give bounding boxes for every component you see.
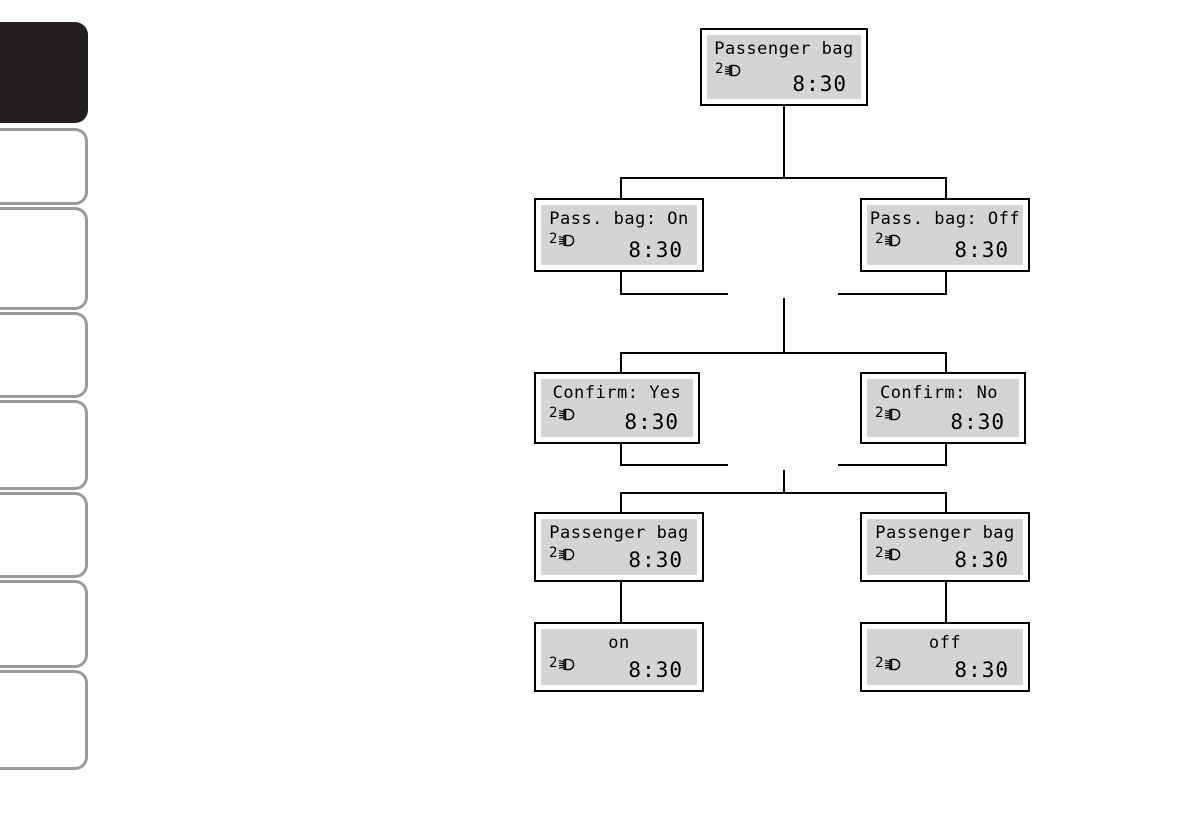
- connector-left-row4-row5: [620, 582, 622, 624]
- lcd-title: Passenger bag: [549, 523, 689, 543]
- lcd-title: Passenger bag: [714, 39, 854, 59]
- lcd-screen: Pass. bag: On 2 8:30: [541, 205, 697, 265]
- headlight-icon: [884, 658, 901, 671]
- panel-pass-bag-on[interactable]: Pass. bag: On 2 8:30: [534, 198, 704, 272]
- lcd-screen: Pass. bag: Off 2 8:30: [867, 205, 1023, 265]
- panel-passenger-bag-left[interactable]: Passenger bag 2 8:30: [534, 512, 704, 582]
- lcd-clock: 8:30: [954, 238, 1009, 262]
- lcd-clock: 8:30: [624, 410, 679, 434]
- lcd-title: Confirm: No: [879, 383, 999, 403]
- headlight-icon: [558, 408, 575, 421]
- lcd-screen: Passenger bag 2 8:30: [707, 35, 861, 99]
- sidebar-tab-strip: [0, 0, 95, 839]
- lcd-screen: Passenger bag 2 8:30: [541, 519, 697, 575]
- connector-pass-off-stub-left: [838, 293, 947, 295]
- headlight-icon: [558, 658, 575, 671]
- lcd-status-number: 2: [549, 655, 558, 671]
- connector-pass-on-stub-down: [620, 272, 622, 294]
- connector-pass-on-stub-right: [620, 293, 728, 295]
- lcd-clock: 8:30: [950, 410, 1005, 434]
- sidebar-item-tab-8[interactable]: [0, 670, 88, 770]
- connector-row4-right-drop: [945, 492, 947, 514]
- lcd-screen: off 2 8:30: [867, 629, 1023, 685]
- sidebar-item-tab-2[interactable]: [0, 128, 88, 205]
- headlight-icon: [558, 548, 575, 561]
- connector-row3-right-drop: [945, 352, 947, 374]
- connector-pass-off-stub-down: [945, 272, 947, 294]
- lcd-status-number: 2: [875, 545, 884, 561]
- lcd-clock: 8:30: [628, 658, 683, 682]
- lcd-screen: Confirm: No 2 8:30: [867, 379, 1019, 437]
- lcd-clock: 8:30: [628, 238, 683, 262]
- lcd-status-number: 2: [875, 655, 884, 671]
- lcd-status-number: 2: [549, 231, 558, 247]
- lcd-clock: 8:30: [954, 548, 1009, 572]
- connector-row3-left-drop: [620, 352, 622, 374]
- headlight-icon: [884, 234, 901, 247]
- lcd-status-row: 2: [875, 655, 901, 671]
- lcd-status-row: 2: [549, 405, 575, 421]
- sidebar-item-tab-1[interactable]: [0, 22, 88, 123]
- sidebar-item-tab-3[interactable]: [0, 207, 88, 310]
- connector-row3-bar: [620, 352, 946, 354]
- panel-confirm-yes[interactable]: Confirm: Yes 2 8:30: [534, 372, 700, 444]
- connector-confirm-no-stub-down: [945, 444, 947, 466]
- lcd-status-row: 2: [549, 545, 575, 561]
- connector-root-down: [783, 106, 785, 178]
- lcd-clock: 8:30: [628, 548, 683, 572]
- panel-result-on[interactable]: on 2 8:30: [534, 622, 704, 692]
- connector-center-drop-row4: [783, 470, 785, 494]
- connector-confirm-yes-stub-right: [620, 464, 728, 466]
- lcd-status-number: 2: [549, 405, 558, 421]
- lcd-title: off: [928, 633, 962, 653]
- connector-row2-left-drop: [620, 177, 622, 199]
- headlight-icon: [884, 408, 901, 421]
- lcd-title: Confirm: Yes: [552, 383, 682, 403]
- lcd-screen: on 2 8:30: [541, 629, 697, 685]
- connector-right-row4-row5: [945, 582, 947, 624]
- headlight-icon: [724, 64, 741, 77]
- lcd-status-row: 2: [875, 231, 901, 247]
- lcd-status-number: 2: [875, 231, 884, 247]
- connector-center-drop-row3: [783, 298, 785, 353]
- lcd-screen: Passenger bag 2 8:30: [867, 519, 1023, 575]
- connector-row2-bar: [620, 177, 946, 179]
- lcd-clock: 8:30: [792, 72, 847, 96]
- lcd-status-row: 2: [549, 655, 575, 671]
- sidebar-item-tab-7[interactable]: [0, 580, 88, 668]
- headlight-icon: [884, 548, 901, 561]
- lcd-title: Pass. bag: Off: [869, 209, 1021, 229]
- headlight-icon: [558, 234, 575, 247]
- lcd-status-row: 2: [875, 545, 901, 561]
- lcd-status-row: 2: [549, 231, 575, 247]
- panel-pass-bag-off[interactable]: Pass. bag: Off 2 8:30: [860, 198, 1030, 272]
- lcd-status-row: 2: [715, 61, 741, 77]
- connector-row2-right-drop: [945, 177, 947, 199]
- lcd-status-number: 2: [549, 545, 558, 561]
- connector-row4-bar: [620, 492, 946, 494]
- lcd-screen: Confirm: Yes 2 8:30: [541, 379, 693, 437]
- panel-result-off[interactable]: off 2 8:30: [860, 622, 1030, 692]
- lcd-clock: 8:30: [954, 658, 1009, 682]
- panel-passenger-bag-root[interactable]: Passenger bag 2 8:30: [700, 28, 868, 106]
- sidebar-item-tab-4[interactable]: [0, 312, 88, 398]
- lcd-status-number: 2: [715, 61, 724, 77]
- panel-passenger-bag-right[interactable]: Passenger bag 2 8:30: [860, 512, 1030, 582]
- connector-confirm-yes-stub-down: [620, 444, 622, 466]
- lcd-status-number: 2: [875, 405, 884, 421]
- lcd-title: on: [608, 633, 630, 653]
- lcd-title: Pass. bag: On: [549, 209, 689, 229]
- sidebar-item-tab-5[interactable]: [0, 400, 88, 490]
- lcd-title: Passenger bag: [875, 523, 1015, 543]
- connector-row4-left-drop: [620, 492, 622, 514]
- panel-confirm-no[interactable]: Confirm: No 2 8:30: [860, 372, 1026, 444]
- connector-confirm-no-stub-left: [838, 464, 947, 466]
- sidebar-item-tab-6[interactable]: [0, 492, 88, 578]
- lcd-status-row: 2: [875, 405, 901, 421]
